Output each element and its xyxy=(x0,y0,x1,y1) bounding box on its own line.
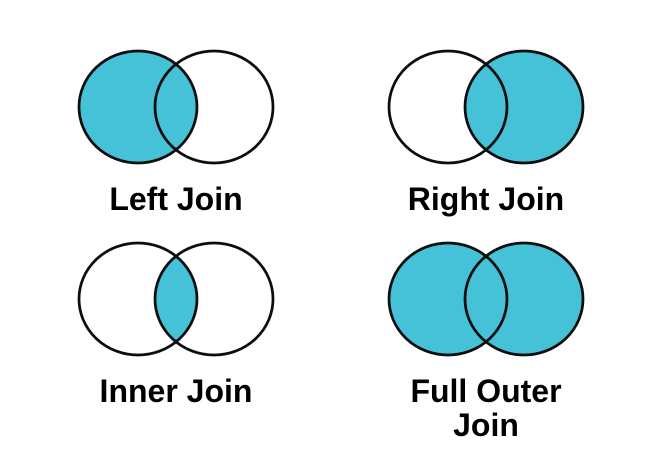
venn-cell-left-join: Left Join xyxy=(36,46,316,217)
right-circle-outline xyxy=(463,241,585,357)
venn-diagram-left-join xyxy=(77,49,275,165)
venn-label-inner-join: Inner Join xyxy=(99,373,253,409)
venn-cell-inner-join: Inner Join xyxy=(36,238,316,409)
right-circle-outline xyxy=(463,49,585,165)
right-circle-outline xyxy=(153,49,275,165)
left-circle-outline xyxy=(387,49,509,165)
right-circle-fill xyxy=(465,243,583,355)
venn-label-left-join: Left Join xyxy=(109,181,243,217)
right-circle-fill xyxy=(465,51,583,163)
venn-label-right-join: Right Join xyxy=(407,181,565,217)
venn-diagram-inner-join xyxy=(77,241,275,357)
left-circle-outline xyxy=(387,241,509,357)
venn-label-full-outer-join: Full Outer Join xyxy=(410,373,562,443)
left-circle-outline xyxy=(77,49,199,165)
venn-diagram-right-join xyxy=(387,49,585,165)
intersection-lens xyxy=(155,256,197,342)
left-circle-fill xyxy=(79,51,197,163)
left-circle-outline xyxy=(77,241,199,357)
venn-diagram-full-outer-join xyxy=(387,241,585,357)
venn-cell-full-outer-join: Full Outer Join xyxy=(346,238,626,443)
right-circle-outline xyxy=(153,241,275,357)
venn-cell-right-join: Right Join xyxy=(346,46,626,217)
